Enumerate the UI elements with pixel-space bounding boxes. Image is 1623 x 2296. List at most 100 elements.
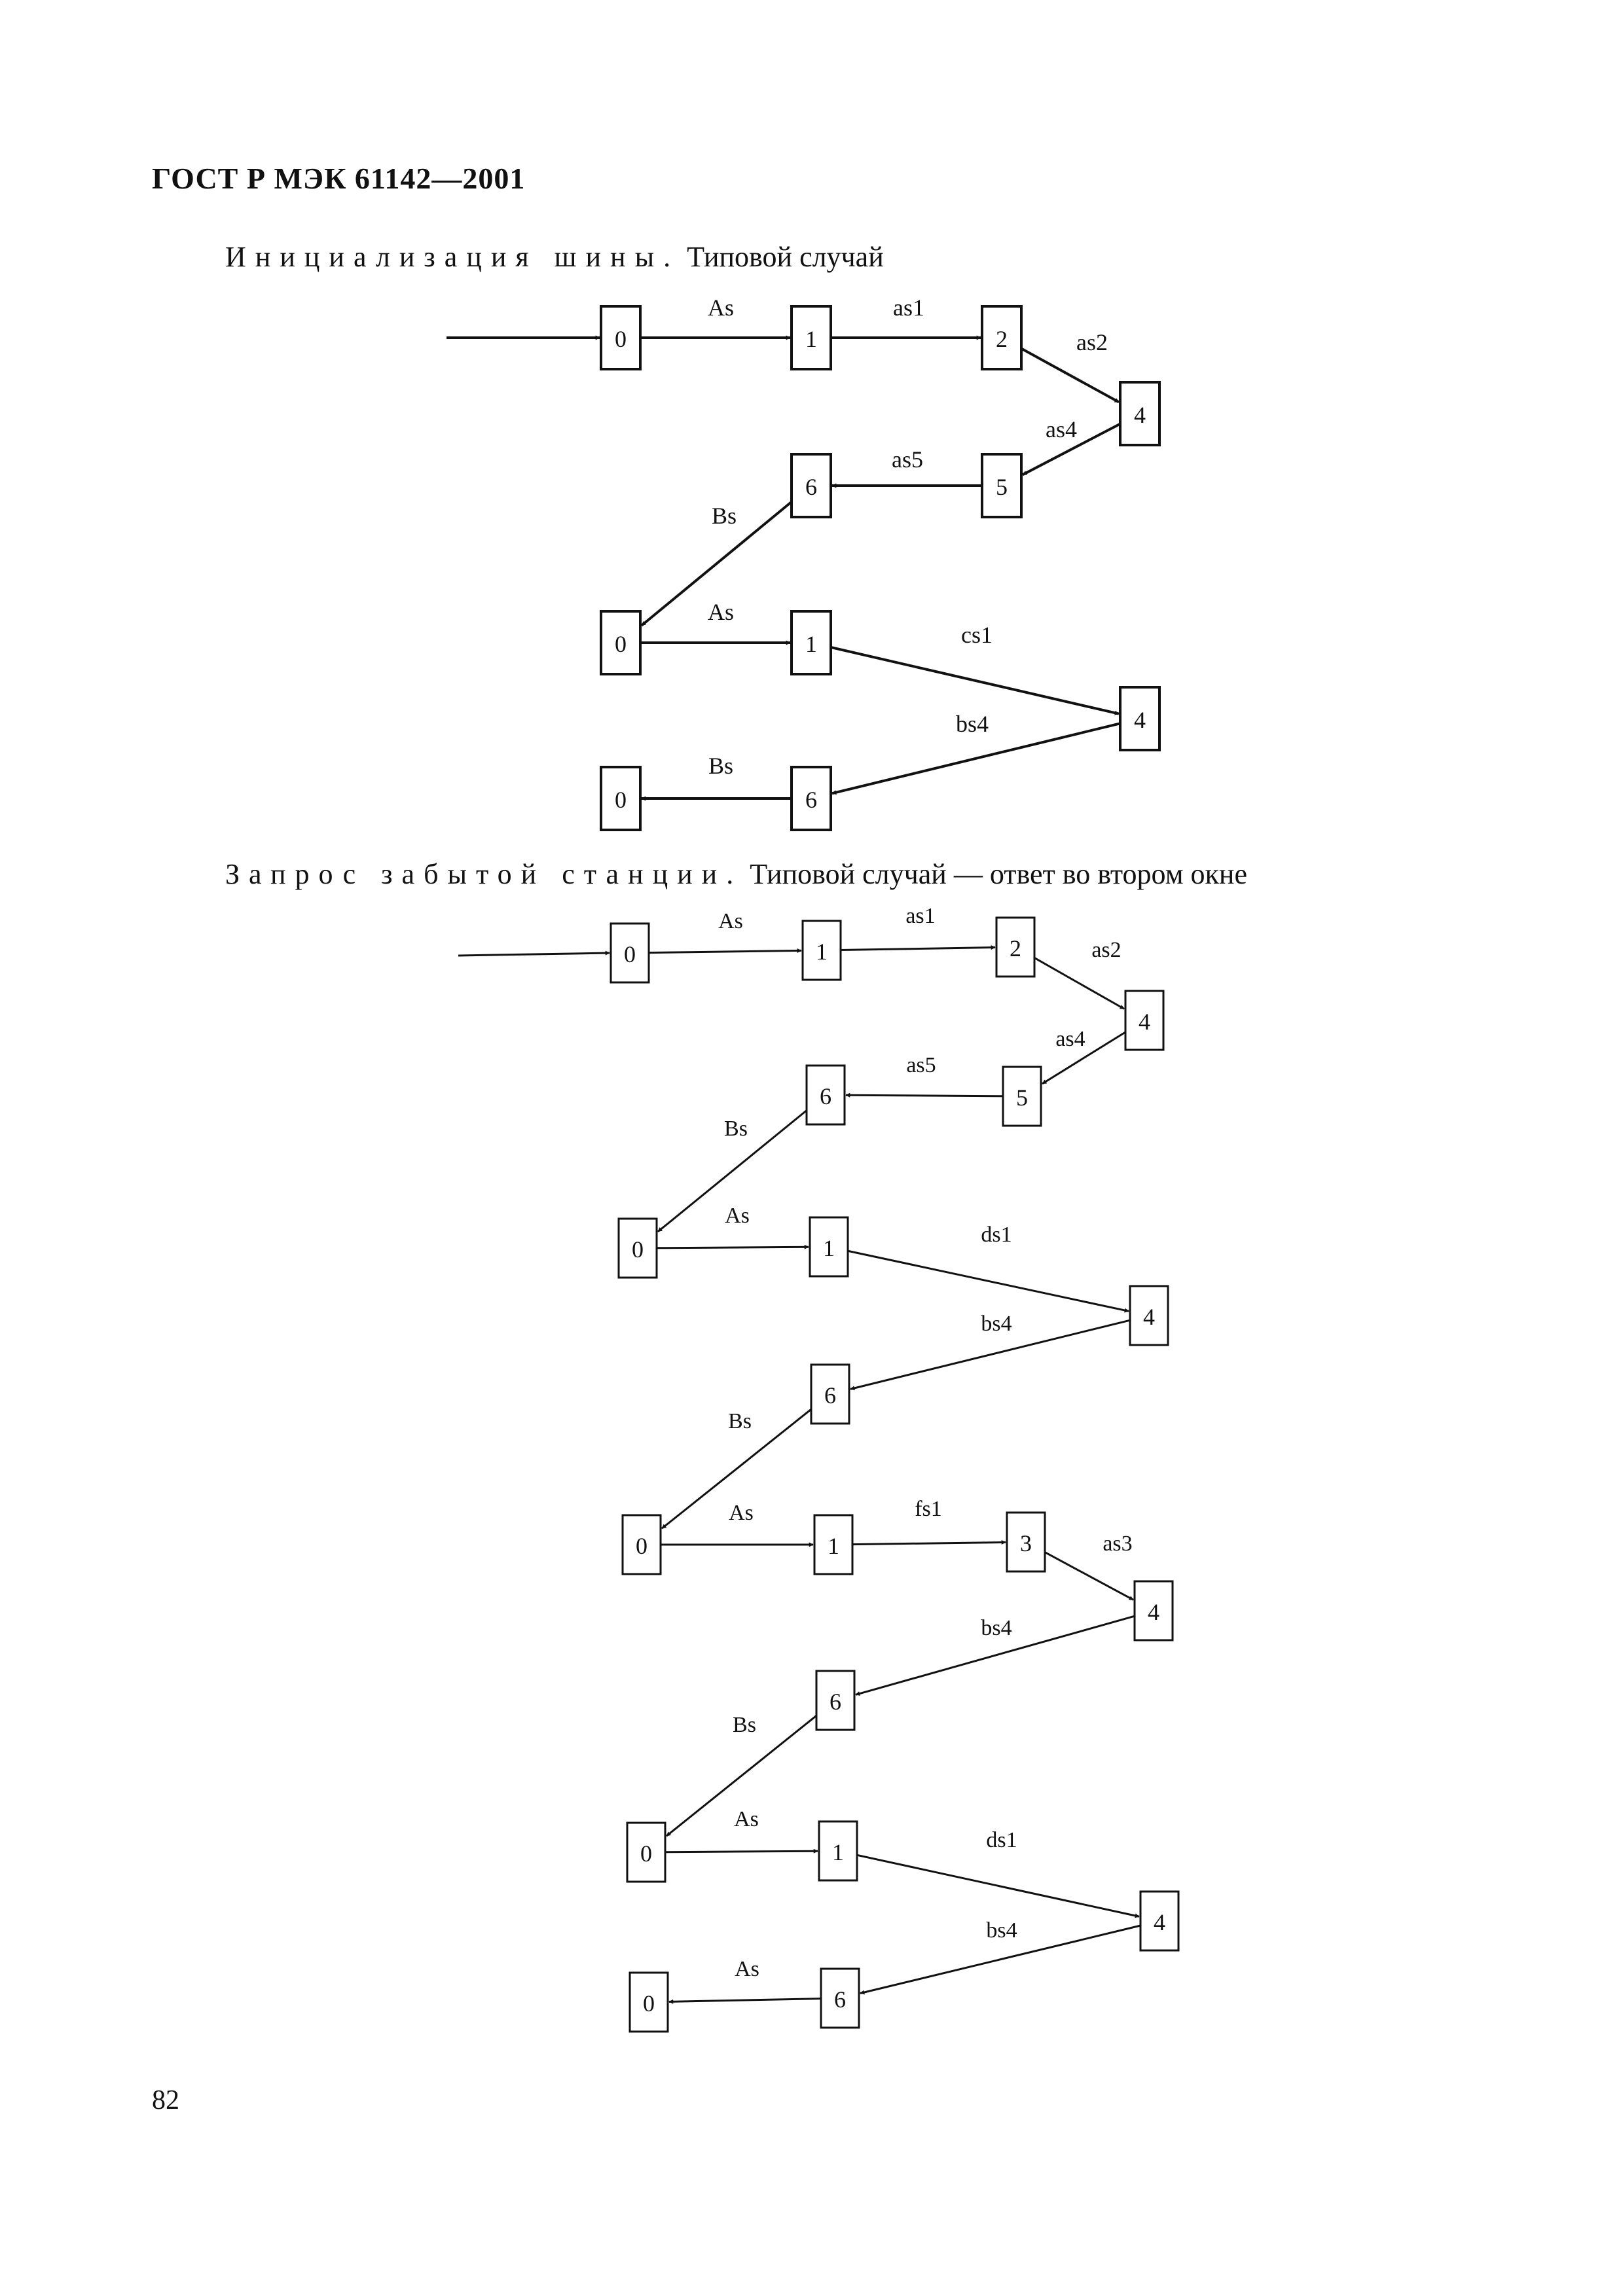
diagram2-caption: Запрос забытой станции. Типовой случай —… <box>225 857 1247 891</box>
d2-state-box-a1: 1 <box>801 920 842 981</box>
d2-edge-start-to-a0 <box>458 950 610 957</box>
d1-state-label-c0: 0 <box>615 787 627 813</box>
d1-state-box-a0: 0 <box>600 305 642 370</box>
d2-edge-label-a0-to-a1: As <box>718 909 743 933</box>
d2-edge-a0-to-a1 <box>648 948 802 954</box>
d1-edge-label-a5-to-a6: as5 <box>892 446 923 473</box>
diagram2-caption-subtitle: Типовой случай — ответ во втором окне <box>750 858 1248 890</box>
d2-edge-b1-to-b4 <box>847 1249 1129 1313</box>
d2-state-label-a6: 6 <box>820 1083 831 1109</box>
d2-edge-c1-to-c3 <box>852 1540 1006 1546</box>
d2-edge-a5-to-a6 <box>845 1092 1004 1098</box>
d2-edge-label-c3-to-c4: as3 <box>1103 1532 1132 1556</box>
d2-state-label-c4: 4 <box>1148 1599 1159 1625</box>
document-header: ГОСТ Р МЭК 61142—2001 <box>152 162 526 195</box>
d2-edge-label-a6-to-b0: Bs <box>724 1117 748 1141</box>
d2-edge-d4-to-d6 <box>860 1924 1141 1995</box>
d2-edge-label-d6-to-e0: As <box>735 1957 759 1981</box>
d2-edge-b6-to-c0 <box>661 1408 812 1530</box>
d2-state-box-a5: 5 <box>1002 1066 1042 1127</box>
diagram1-caption: Инициализация шины. Типовой случай <box>225 240 884 274</box>
d2-state-label-c3: 3 <box>1020 1530 1032 1556</box>
d2-state-box-e0: 0 <box>629 1971 669 2033</box>
d1-state-label-b4: 4 <box>1134 707 1146 733</box>
d1-state-label-a5: 5 <box>996 474 1008 500</box>
d2-state-box-b1: 1 <box>809 1216 849 1278</box>
d1-edge-label-a2-to-a4: as2 <box>1076 329 1108 355</box>
d2-state-box-c6: 6 <box>815 1670 856 1731</box>
d2-state-label-a4: 4 <box>1139 1009 1150 1035</box>
d1-edge-label-a1-to-a2: as1 <box>893 295 924 321</box>
d1-edge-label-b4-to-b6: bs4 <box>956 711 989 737</box>
d1-state-label-a2: 2 <box>996 326 1008 352</box>
d2-state-box-b6: 6 <box>810 1363 850 1425</box>
diagram1-caption-subtitle: Типовой случай <box>687 241 884 273</box>
d2-state-box-c1: 1 <box>813 1514 854 1575</box>
d2-edge-a6-to-b0 <box>657 1109 807 1232</box>
d2-state-box-c3: 3 <box>1006 1511 1046 1573</box>
d2-edge-b4-to-b6 <box>850 1319 1131 1391</box>
d2-state-label-a0: 0 <box>624 941 636 967</box>
d2-state-label-a5: 5 <box>1016 1085 1028 1111</box>
d1-state-box-a6: 6 <box>790 453 832 518</box>
d1-state-box-b4: 4 <box>1119 686 1161 751</box>
d1-state-box-b6: 6 <box>790 766 832 831</box>
d2-edge-c4-to-c6 <box>855 1615 1135 1696</box>
d2-state-label-e0: 0 <box>643 1990 655 2017</box>
d1-state-box-a1: 1 <box>790 305 832 370</box>
d2-state-label-d6: 6 <box>834 1986 846 2013</box>
d2-state-label-d0: 0 <box>640 1840 652 1867</box>
d1-edge-a4-to-a5 <box>1022 422 1121 476</box>
d2-edge-c6-to-d0 <box>666 1715 817 1837</box>
d2-edge-label-d1-to-d4: ds1 <box>986 1828 1017 1852</box>
d2-state-label-b0: 0 <box>632 1236 644 1263</box>
d2-edge-label-b1-to-b4: ds1 <box>981 1223 1012 1247</box>
d1-state-box-b1: 1 <box>790 610 832 675</box>
d1-state-label-a1: 1 <box>805 326 817 352</box>
d1-edge-b4-to-b6 <box>831 722 1121 795</box>
d1-edge-label-a0-to-a1: As <box>708 295 734 321</box>
d2-state-box-a6: 6 <box>805 1064 846 1126</box>
d2-edge-c3-to-c4 <box>1044 1551 1134 1601</box>
d2-edge-label-d4-to-d6: bs4 <box>986 1918 1017 1943</box>
d2-edge-label-b4-to-b6: bs4 <box>981 1312 1012 1336</box>
d1-state-label-b1: 1 <box>805 631 817 657</box>
d1-state-label-b6: 6 <box>805 787 817 813</box>
d2-edge-label-b0-to-b1: As <box>725 1204 750 1228</box>
d1-state-box-a2: 2 <box>981 305 1023 370</box>
d2-state-box-a0: 0 <box>610 922 650 984</box>
d1-edge-label-b1-to-b4: cs1 <box>961 622 993 648</box>
d1-state-label-a0: 0 <box>615 326 627 352</box>
d2-edge-d0-to-d1 <box>665 1848 818 1854</box>
d2-edge-label-b6-to-c0: Bs <box>728 1409 752 1433</box>
d1-edge-a2-to-a4 <box>1021 347 1120 404</box>
d2-edge-a1-to-a2 <box>840 945 996 952</box>
d2-edge-label-c6-to-d0: Bs <box>733 1713 756 1737</box>
d2-state-label-b4: 4 <box>1143 1304 1155 1330</box>
d1-state-label-a4: 4 <box>1134 402 1146 428</box>
d1-edge-b1-to-b4 <box>830 645 1120 715</box>
d2-state-box-d4: 4 <box>1139 1890 1180 1952</box>
d1-edge-label-b0-to-b1: As <box>708 599 734 625</box>
d1-edge-a6-to-b0 <box>640 501 793 627</box>
d2-state-box-c0: 0 <box>621 1514 662 1575</box>
d1-state-label-b0: 0 <box>615 631 627 657</box>
diagram2-caption-title: Запрос забытой станции. <box>225 858 743 890</box>
d2-state-label-c6: 6 <box>830 1689 841 1715</box>
d2-state-label-b6: 6 <box>824 1382 836 1408</box>
d1-state-box-a5: 5 <box>981 453 1023 518</box>
d2-state-label-b1: 1 <box>823 1235 835 1261</box>
d2-state-box-d0: 0 <box>626 1821 666 1883</box>
diagram1-caption-title: Инициализация шины. <box>225 241 680 273</box>
d2-edge-label-c4-to-c6: bs4 <box>981 1616 1012 1640</box>
d1-state-box-a4: 4 <box>1119 381 1161 446</box>
d1-edge-label-b6-to-c0: Bs <box>708 753 733 779</box>
d2-state-label-d4: 4 <box>1154 1909 1165 1935</box>
d2-state-box-a4: 4 <box>1124 990 1165 1051</box>
d2-state-label-d1: 1 <box>832 1839 844 1865</box>
d2-edge-label-c1-to-c3: fs1 <box>915 1497 942 1521</box>
d2-edge-label-d0-to-d1: As <box>734 1807 759 1831</box>
d1-state-box-c0: 0 <box>600 766 642 831</box>
d2-edge-a2-to-a4 <box>1034 957 1125 1010</box>
